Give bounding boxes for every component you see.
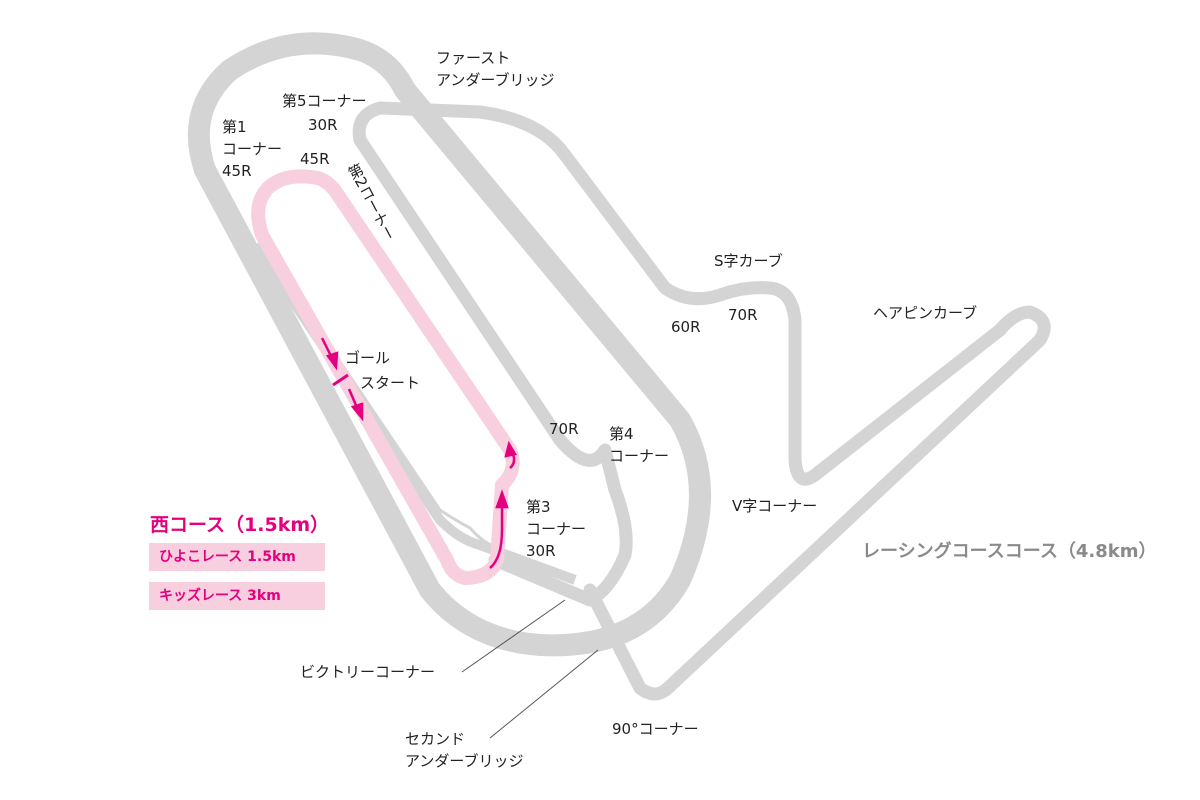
label-hairpin: ヘアピンカーブ <box>873 304 978 322</box>
label-corner4: 第4 コーナー <box>609 425 670 465</box>
label-corner3: 第3 コーナー 30R <box>526 498 587 560</box>
legend-west-course: 西コース（1.5km） <box>150 514 330 536</box>
label-corner5-radius: 30R <box>308 116 338 134</box>
connector-track <box>250 242 577 585</box>
label-start: スタート <box>360 374 421 392</box>
legend-item-hiyoko: ひよこレース 1.5km <box>149 543 325 571</box>
label-corner5: 第5コーナー <box>282 92 367 110</box>
label-90-corner: 90°コーナー <box>612 720 699 738</box>
leader-lines <box>461 599 599 739</box>
label-goal: ゴール <box>345 349 391 367</box>
main-oval-track <box>187 32 711 657</box>
label-v-corner: V字コーナー <box>732 497 818 515</box>
label-corner1: 第1 コーナー 45R <box>222 118 283 180</box>
label-70r-s: 70R <box>728 306 758 324</box>
label-corner2-radius: 45R <box>300 150 330 168</box>
label-s-curve: S字カーブ <box>714 252 783 270</box>
racing-course-track <box>352 101 1051 701</box>
legend-racing-course: レーシングコースコース（4.8km） <box>862 541 1157 562</box>
label-first-underbridge: ファースト アンダーブリッジ <box>436 49 555 89</box>
west-course-track <box>251 169 520 585</box>
direction-arrows <box>320 337 517 569</box>
label-second-underbridge: セカンド アンダーブリッジ <box>405 730 524 770</box>
inner-link <box>283 279 501 550</box>
label-70r: 70R <box>549 420 579 438</box>
label-victory-corner: ビクトリーコーナー <box>300 663 436 681</box>
legend-item-kids: キッズレース 3km <box>149 582 325 610</box>
label-60r: 60R <box>671 318 701 336</box>
